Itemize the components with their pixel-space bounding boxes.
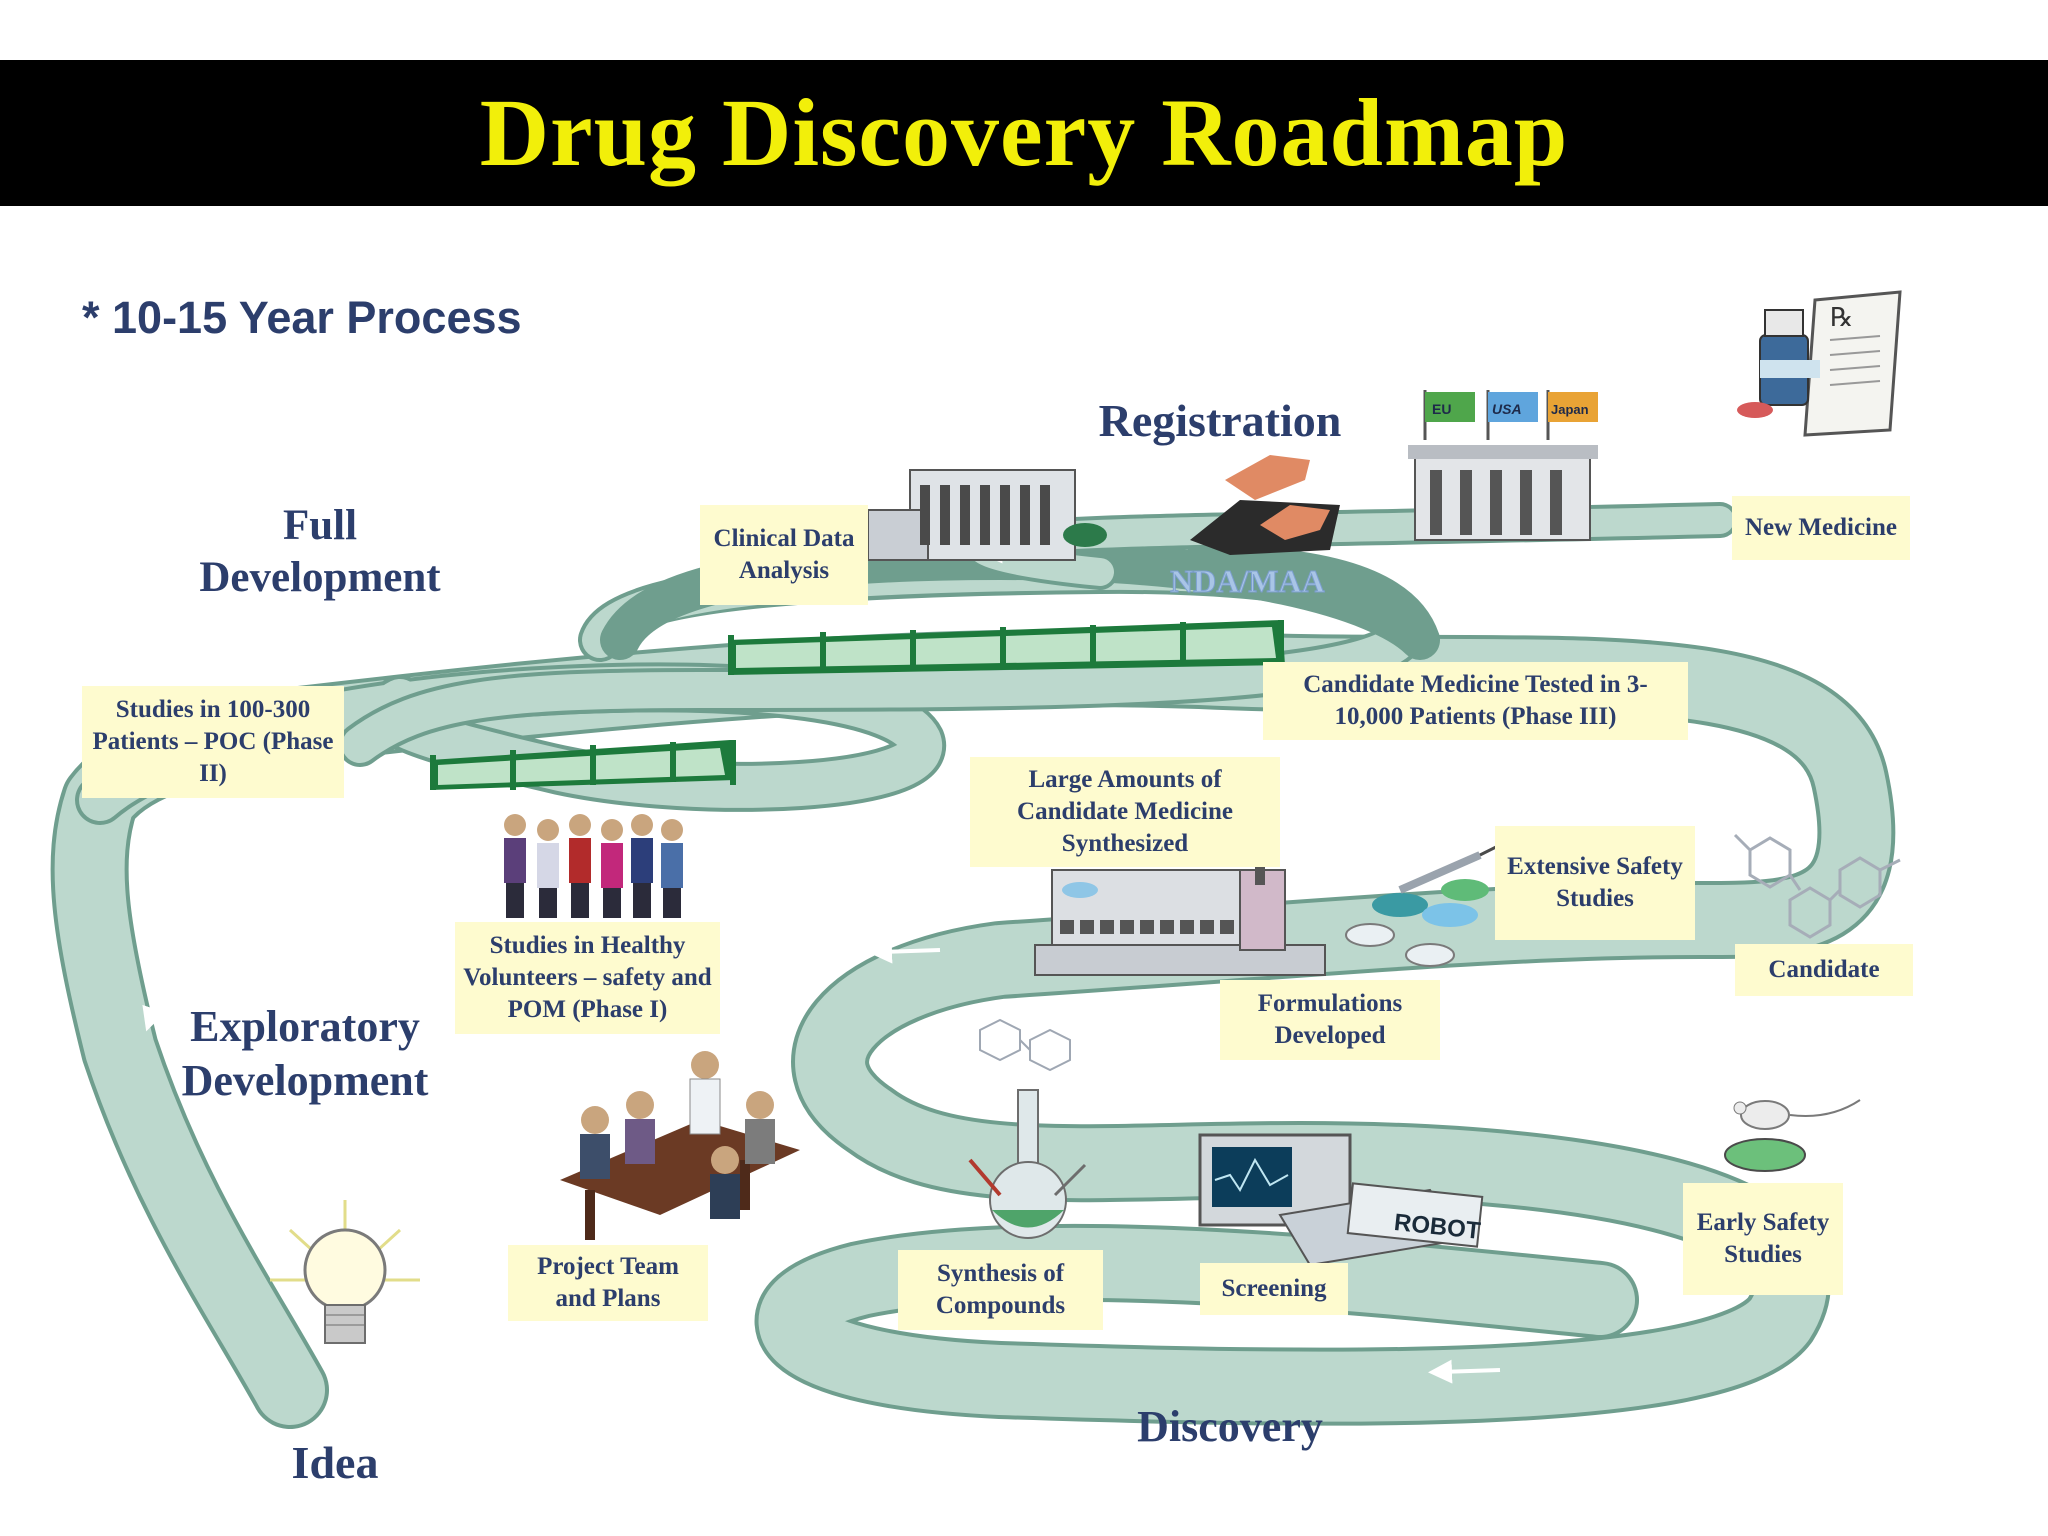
- prescription-bottle-icon: ℞: [1737, 290, 1902, 437]
- label-phase-one: Studies in Healthy Volunteers – safety a…: [455, 922, 720, 1034]
- stage-exploratory-development: Exploratory Development: [181, 1002, 429, 1105]
- label-screening: Screening: [1200, 1263, 1348, 1315]
- office-building-icon: [867, 469, 1107, 561]
- label-project-team-and-plans: Project Team and Plans: [508, 1245, 708, 1321]
- label-phase-three: Candidate Medicine Tested in 3-10,000 Pa…: [1263, 662, 1688, 740]
- beds-large-icon: [728, 620, 1285, 675]
- page-title: Drug Discovery Roadmap: [479, 79, 1569, 186]
- stage-discovery: Discovery: [1137, 1402, 1323, 1451]
- rx-symbol: ℞: [1830, 303, 1853, 333]
- label-early-safety-studies: Early Safety Studies: [1683, 1183, 1843, 1295]
- government-building-icon: EU USA Japan: [1408, 390, 1598, 541]
- nda-documents-icon: [1190, 455, 1340, 555]
- nda-label: NDA/MAA: [1170, 563, 1325, 599]
- flag-usa-label: USA: [1492, 401, 1522, 417]
- pills-syringe-icon: [1345, 843, 1501, 967]
- lightbulb-icon: [270, 1200, 420, 1344]
- mouse-petri-icon: [1724, 1099, 1861, 1172]
- factory-icon: [1034, 845, 1326, 976]
- flag-japan-label: Japan: [1551, 402, 1589, 417]
- label-new-medicine: New Medicine: [1732, 496, 1910, 560]
- stage-idea: Idea: [291, 1437, 379, 1488]
- stage-full-development: Full Development: [199, 502, 441, 602]
- label-synthesis-of-compounds: Synthesis of Compounds: [898, 1250, 1103, 1330]
- screening-robot-icon: ROBOT: [1198, 1133, 1484, 1267]
- label-large-amounts-synthesized: Large Amounts of Candidate Medicine Synt…: [970, 757, 1280, 867]
- volunteers-icon: [504, 814, 683, 918]
- beds-small-icon: [430, 740, 736, 790]
- label-extensive-safety-studies: Extensive Safety Studies: [1495, 826, 1695, 940]
- label-formulations-developed: Formulations Developed: [1220, 980, 1440, 1060]
- label-phase-two: Studies in 100-300 Patients – POC (Phase…: [82, 686, 344, 798]
- label-clinical-data-analysis: Clinical Data Analysis: [700, 505, 868, 605]
- stage-registration: Registration: [1098, 395, 1342, 446]
- molecule-icon: [1733, 833, 1901, 939]
- process-duration-note: * 10-15 Year Process: [82, 292, 522, 343]
- label-candidate: Candidate: [1735, 944, 1913, 996]
- title-bar: Drug Discovery Roadmap: [0, 60, 2048, 206]
- flag-eu-label: EU: [1432, 401, 1451, 417]
- flask-icon: [968, 1018, 1087, 1239]
- meeting-table-icon: [560, 1051, 800, 1240]
